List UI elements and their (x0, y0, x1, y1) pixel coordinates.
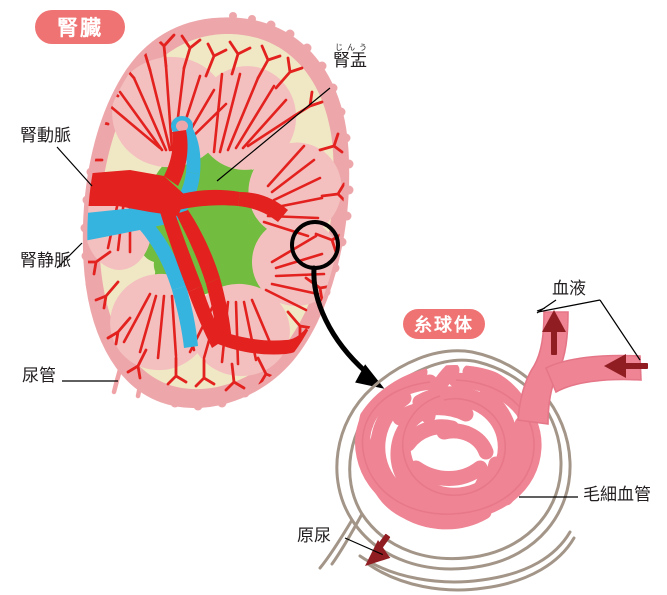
renal-artery-vessel (87, 130, 316, 355)
label-renal-pelvis-furigana: じんう (335, 43, 371, 52)
label-renal-pelvis: じんう 腎盂 (333, 44, 371, 71)
bowmans-capsule (318, 349, 576, 592)
kidney-organ (80, 12, 385, 411)
glomerulus-leader-lines (344, 299, 641, 559)
renal-vein-vessel (87, 116, 201, 348)
label-ureter: 尿管 (22, 366, 56, 386)
label-primary-urine: 原尿 (297, 526, 331, 546)
capillary-tuft (355, 365, 542, 530)
glomerulus-title-badge: 糸球体 (403, 309, 485, 339)
kidney-title-badge: 腎臓 (35, 10, 125, 44)
label-capillary: 毛細血管 (583, 485, 651, 505)
label-blood: 血液 (552, 279, 586, 299)
blood-flow-arrows (365, 310, 648, 566)
label-renal-vein: 腎静脈 (20, 251, 71, 271)
label-renal-pelvis-base: 腎盂 (333, 51, 367, 71)
label-renal-artery: 腎動脈 (20, 126, 71, 146)
kidney-leader-lines (56, 87, 331, 382)
glomerulus-detail (318, 299, 648, 592)
